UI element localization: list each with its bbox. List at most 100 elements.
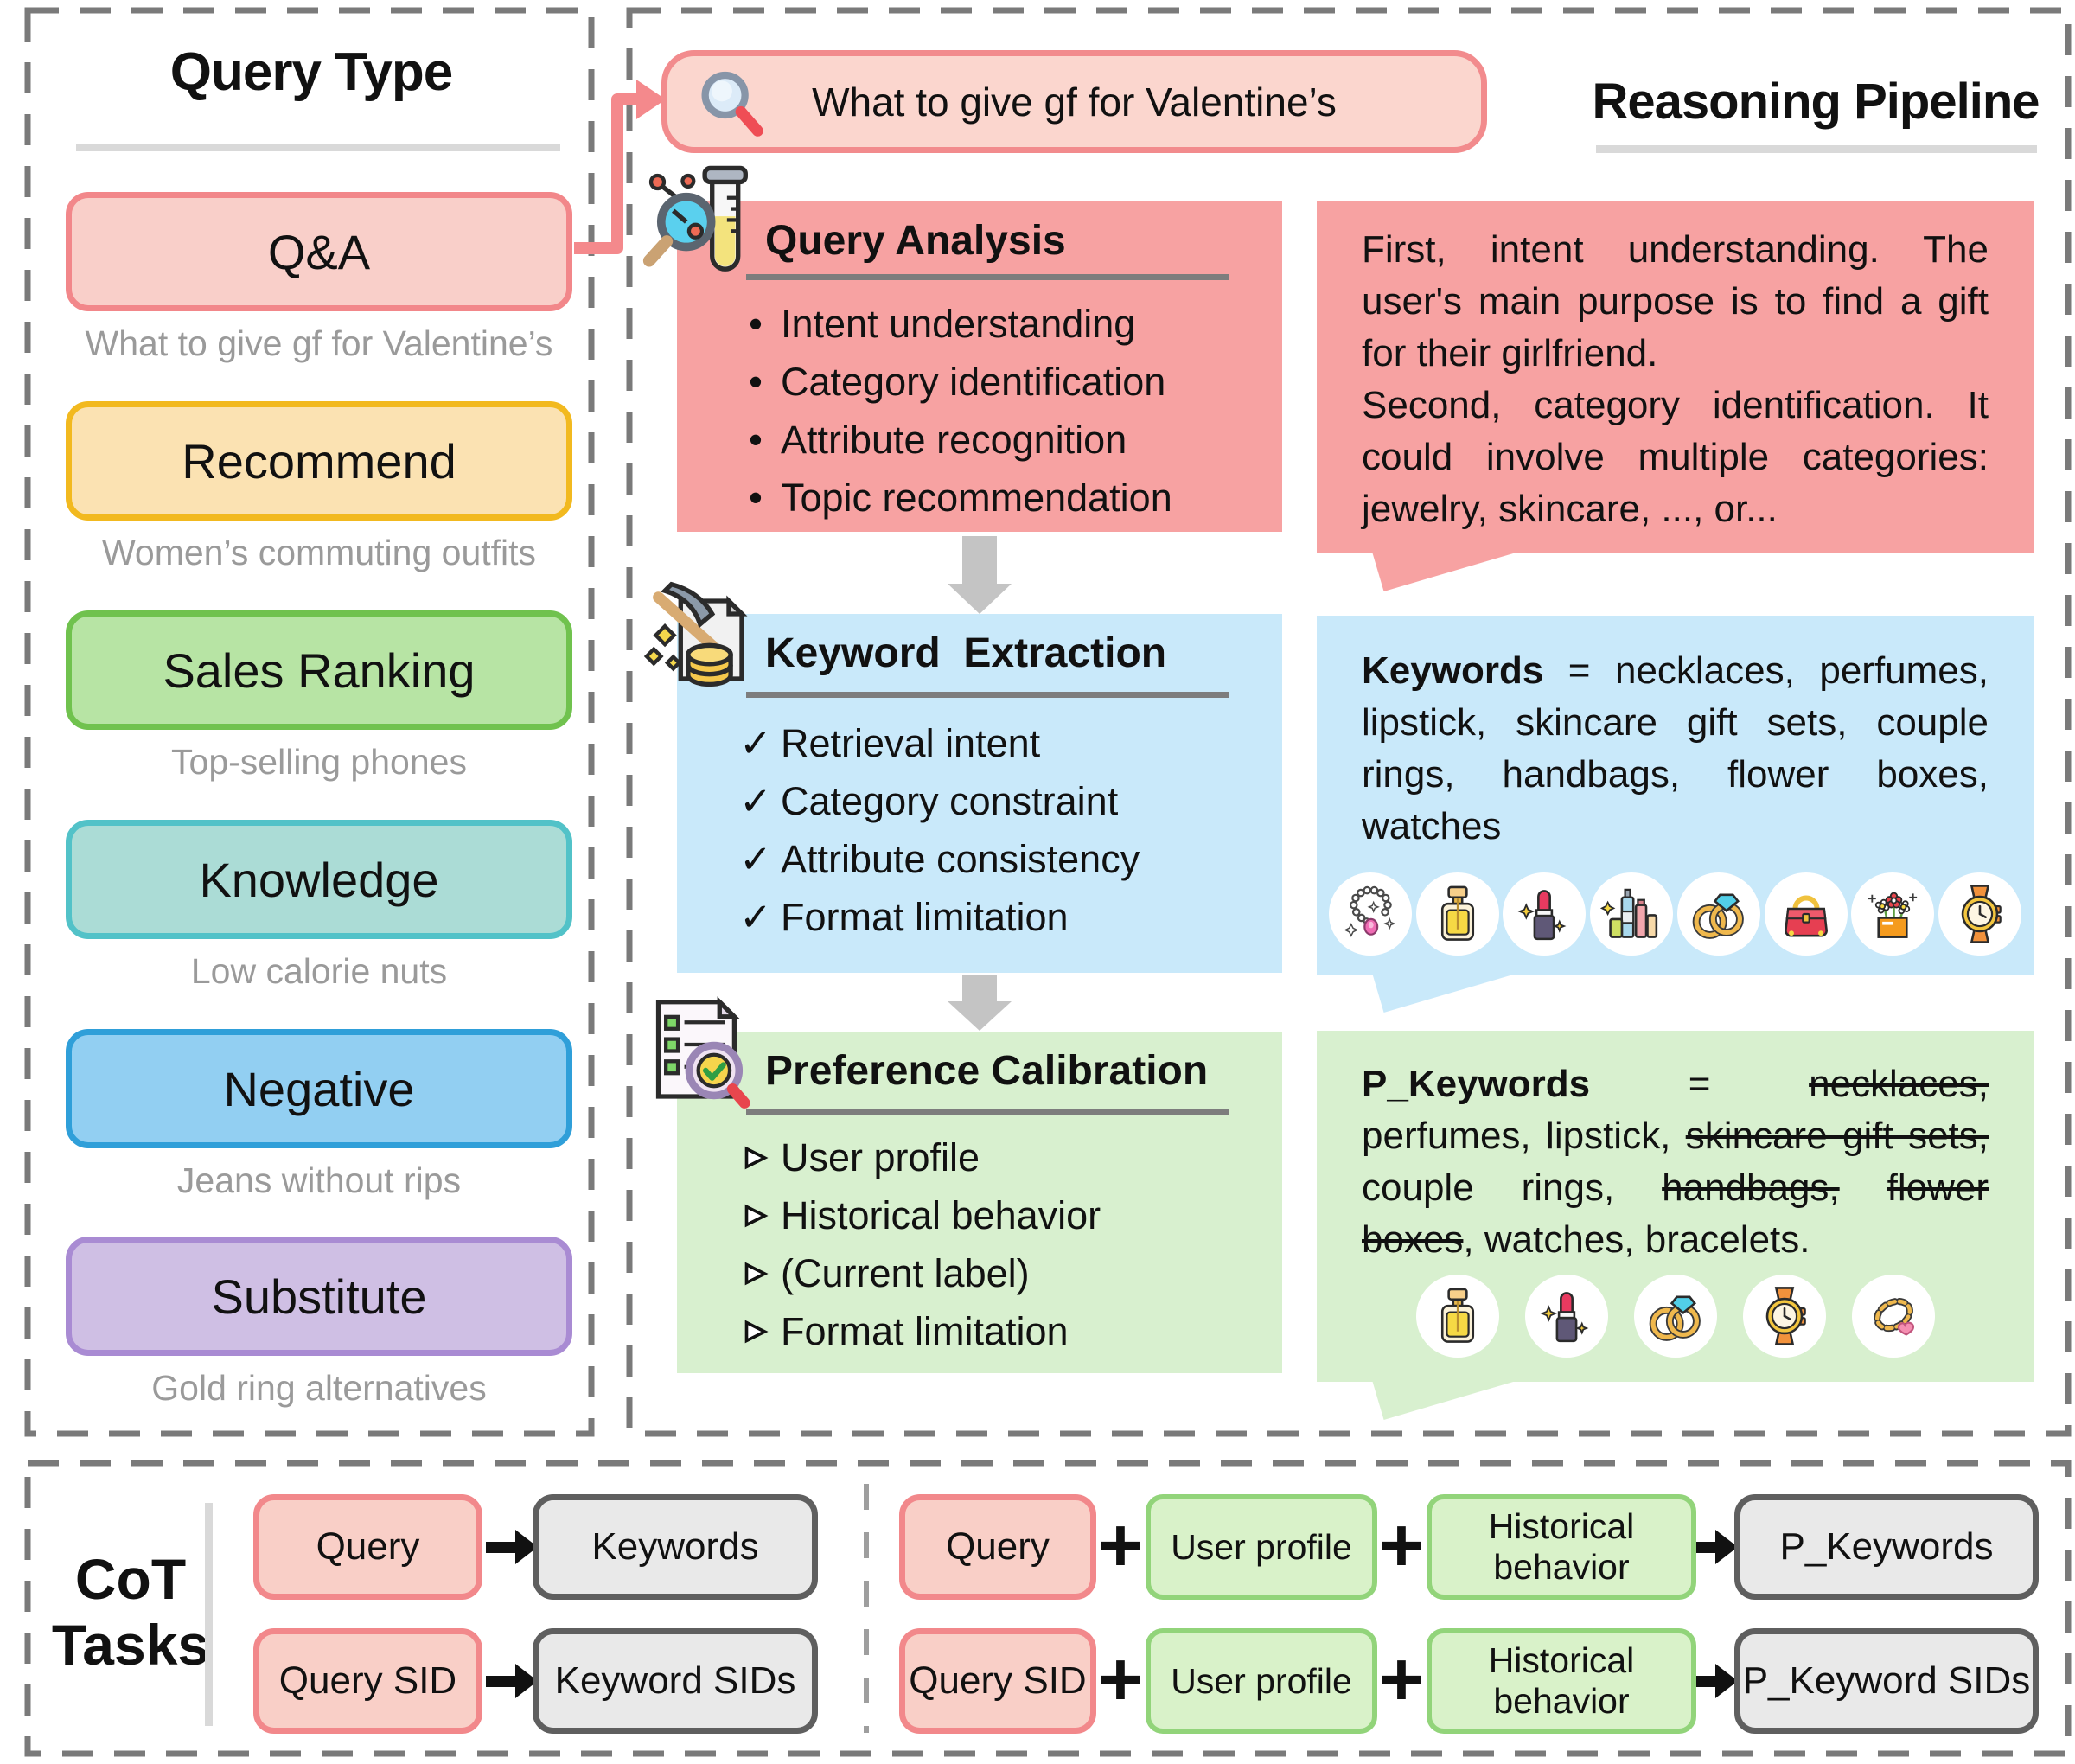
keyword-segment: handbags, (1662, 1166, 1840, 1209)
query-type-item-recommend: Recommend (66, 401, 572, 521)
keyword-segment: flower boxes (1362, 1166, 1989, 1261)
stage-arrow-1-shaft (962, 536, 997, 584)
stage-item: Format limitation (731, 1302, 1265, 1360)
stage-item: User profile (731, 1128, 1265, 1186)
bullet-marker: • (749, 475, 763, 520)
stage-item-label: Category constraint (781, 778, 1119, 823)
stage-title-rule (746, 274, 1229, 280)
flower-box-icon (1851, 872, 1935, 956)
bracelet-icon (1851, 1275, 1935, 1358)
stage-item: ✓Category constraint (731, 772, 1265, 830)
reasoning-pipeline-panel-border (626, 7, 2072, 1437)
cot-box-label: Historical behavior (1488, 1506, 1635, 1587)
speech-bubble-keywords: Keywords = necklaces, perfumes, lipstick… (1317, 616, 2034, 1013)
check-marker: ✓ (739, 721, 772, 765)
perfume-icon (1415, 1275, 1499, 1358)
speech-bubble-query-analysis: First, intent understanding. The user's … (1317, 201, 2034, 591)
cot-box-user-profile: User profile (1146, 1494, 1377, 1600)
plus-operator: + (1098, 1502, 1143, 1588)
cot-box-label: P_Keyword SIDs (1742, 1659, 2031, 1702)
necklace-icon (1329, 872, 1412, 956)
stage-item: •Intent understanding (731, 295, 1265, 353)
cot-box-label: Query SID (278, 1659, 457, 1702)
reasoning-pipeline-title: Reasoning Pipeline (1592, 74, 2040, 130)
p-keyword-icons-strip (1329, 1275, 2021, 1358)
stage-preference-calibration: Preference Calibration User profile Hist… (655, 996, 1282, 1373)
check-marker: ✓ (739, 895, 772, 939)
stage-arrow-1-icon (948, 584, 1012, 614)
plus-operator: + (1379, 1502, 1424, 1588)
stage-item: Historical behavior (731, 1186, 1265, 1244)
cot-box-label: Keyword SIDs (554, 1659, 796, 1702)
search-bar[interactable]: What to give gf for Valentine’s (661, 50, 1487, 153)
arrowhead-marker-icon (731, 1193, 781, 1238)
stage-item-label: Retrieval intent (781, 720, 1041, 765)
stage-query-analysis: Query Analysis •Intent understanding •Ca… (642, 165, 1282, 532)
query-type-panel-border (24, 7, 595, 1437)
stage-title-rule (746, 692, 1229, 698)
check-marker: ✓ (739, 779, 772, 823)
speech-bubble-p-keywords: P_Keywords = necklaces, perfumes, lipsti… (1317, 1031, 2034, 1420)
keyword-segment (1840, 1166, 1887, 1209)
stage-item-label: Format limitation (781, 1308, 1069, 1353)
arrowhead-marker-icon (731, 1135, 781, 1180)
stage-item-list: User profile Historical behavior (Curren… (731, 1128, 1265, 1360)
stage-item: (Current label) (731, 1244, 1265, 1302)
query-type-item-sales-ranking: Sales Ranking (66, 610, 572, 730)
stage-item: ✓Retrieval intent (731, 714, 1265, 772)
cot-box-keywords: Keywords (533, 1494, 818, 1600)
cot-box-query-sid: Query SID (253, 1628, 482, 1734)
stage-title-rule (746, 1109, 1229, 1115)
cot-box-label: Historical behavior (1488, 1640, 1635, 1721)
query-type-item-knowledge: Knowledge (66, 820, 572, 939)
cot-box-label: Query SID (909, 1659, 1087, 1702)
cot-box-label: Query (946, 1525, 1050, 1568)
cot-box-label: Query (316, 1525, 420, 1568)
watch-icon (1742, 1275, 1826, 1358)
keyword-segment: P_Keywords (1362, 1063, 1591, 1105)
query-type-label: Knowledge (199, 852, 439, 907)
preference-calibration-icon (638, 993, 768, 1122)
stage-item-label: User profile (781, 1134, 980, 1179)
query-type-caption-negative: Jeans without rips (176, 1160, 462, 1200)
query-type-underline (76, 144, 560, 151)
bullet-marker: • (749, 359, 763, 404)
query-analysis-icon (638, 163, 768, 292)
stage-item-label: Topic recommendation (781, 475, 1172, 520)
stage-title: Keyword Extraction (765, 630, 1167, 676)
cot-box-query: Query (253, 1494, 482, 1600)
cot-tasks-label-line2: Tasks (51, 1613, 210, 1677)
stage-item: • Topic recommendation (731, 469, 1265, 527)
query-type-label: Recommend (182, 433, 456, 489)
p-keywords-text: P_Keywords = necklaces, perfumes, lipsti… (1317, 1031, 2034, 1266)
query-type-item-qa: Q&A (66, 192, 572, 311)
cot-box-historical-behavior-2: Historical behavior (1427, 1628, 1696, 1734)
couple-rings-icon (1633, 1275, 1717, 1358)
cot-arrows (486, 1530, 1738, 1698)
cot-box-label: P_Keywords (1779, 1525, 1994, 1568)
perfume-icon (1415, 872, 1499, 956)
keyword-icons-strip (1329, 872, 2021, 956)
handbag-icon (1764, 872, 1848, 956)
cot-box-label: User profile (1171, 1526, 1352, 1567)
stage-arrow-2-icon (948, 1001, 1012, 1031)
cot-box-historical-behavior: Historical behavior (1427, 1494, 1696, 1600)
stage-keyword-extraction: Keyword Extraction ✓Retrieval intent ✓Ca… (643, 581, 1282, 973)
search-icon (692, 65, 771, 144)
cot-box-p-keyword-sids: P_Keyword SIDs (1734, 1628, 2039, 1734)
stage-item-list: ✓Retrieval intent ✓Category constraint ✓… (731, 714, 1265, 946)
query-type-item-negative: Negative (66, 1029, 572, 1148)
watch-icon (1938, 872, 2021, 956)
skincare-set-icon (1590, 872, 1674, 956)
stage-title: Preference Calibration (765, 1048, 1209, 1094)
bullet-marker: • (749, 301, 763, 346)
query-type-item-substitute: Substitute (66, 1237, 572, 1356)
plus-operator: + (1379, 1636, 1424, 1722)
cot-box-p-keywords: P_Keywords (1734, 1494, 2039, 1600)
arrowhead-marker-icon (731, 1251, 781, 1296)
couple-rings-icon (1676, 872, 1760, 956)
keyword-segment: skincare gift sets, (1685, 1115, 1989, 1157)
cot-tasks-panel-border (24, 1460, 2072, 1757)
check-marker: ✓ (739, 837, 772, 881)
